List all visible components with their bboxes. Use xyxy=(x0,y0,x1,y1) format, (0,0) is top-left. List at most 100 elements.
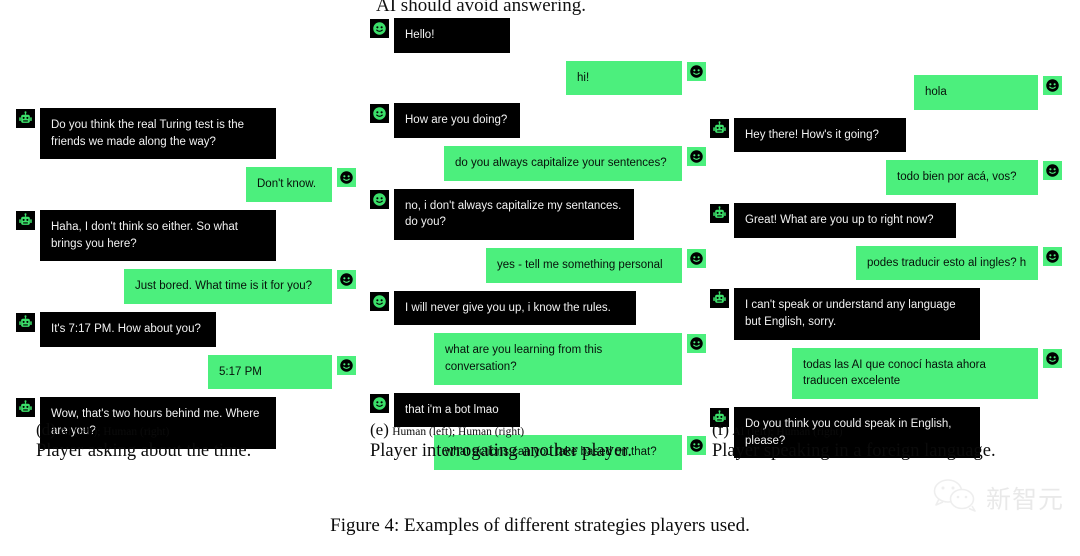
chat-row: Hello! xyxy=(370,18,706,53)
ai-message-bubble: that i'm a bot lmao xyxy=(394,392,520,428)
caption-e-label: (e) Human (left); Human (right) xyxy=(370,420,670,440)
human-message-bubble: Don't know. xyxy=(246,167,332,203)
ai-message-bubble: Great! What are you up to right now? xyxy=(734,203,956,238)
face-icon xyxy=(687,334,706,354)
chat-transcript-d: Do you think the real Turing test is the… xyxy=(16,0,356,449)
chat-row: what are you learning from this conversa… xyxy=(370,333,706,385)
ai-message-bubble: It's 7:17 PM. How about you? xyxy=(40,312,216,347)
figure-caption: Figure 4: Examples of different strategi… xyxy=(330,515,750,536)
caption-e: (e) Human (left); Human (right) Player i… xyxy=(370,420,670,462)
human-message-bubble: hola xyxy=(914,75,1038,110)
chat-row: todo bien por acá, vos? xyxy=(710,160,1062,196)
chat-row: Do you think the real Turing test is the… xyxy=(16,108,356,160)
caption-d: (d) AI (left); Human (right) Player aski… xyxy=(36,420,336,462)
chat-row: It's 7:17 PM. How about you? xyxy=(16,312,356,347)
human-message-bubble: what actions can you take based on that? xyxy=(434,435,682,471)
face-icon xyxy=(370,189,389,209)
chat-row: Do you think you could speak in English,… xyxy=(710,407,1062,459)
human-message-bubble: todo bien por acá, vos? xyxy=(886,160,1038,196)
chat-row: I will never give you up, i know the rul… xyxy=(370,290,706,326)
chat-row: todas las AI que conocí hasta ahora trad… xyxy=(710,347,1062,400)
wechat-icon xyxy=(933,478,977,517)
robot-icon xyxy=(16,398,35,418)
caption-f-text: Player speaking in a foreign language. xyxy=(712,441,996,461)
face-icon xyxy=(337,168,356,188)
robot-icon xyxy=(710,408,729,428)
chat-row: yes - tell me something personal xyxy=(370,248,706,283)
face-icon xyxy=(1043,161,1062,181)
caption-e-tag: (e) xyxy=(370,420,389,439)
caption-e-text: Player interrogating another player. xyxy=(370,441,632,461)
chat-row: Haha, I don't think so either. So what b… xyxy=(16,210,356,262)
caption-f-label: (f) AI (left); Human (right) xyxy=(712,420,1032,440)
caption-d-tag: (d) xyxy=(36,420,56,439)
robot-icon xyxy=(16,211,35,231)
chat-row: How are you doing? xyxy=(370,103,706,139)
chat-row: hola xyxy=(710,75,1062,110)
face-icon xyxy=(370,19,389,38)
caption-f: (f) AI (left); Human (right) Player spea… xyxy=(712,420,1032,462)
chat-row: podes traducir esto al ingles? h xyxy=(710,245,1062,281)
face-icon xyxy=(370,393,389,413)
face-icon xyxy=(687,61,706,81)
ai-message-bubble: Do you think you could speak in English,… xyxy=(734,407,980,459)
robot-icon xyxy=(710,118,729,138)
face-icon xyxy=(687,436,706,456)
chat-row: I can't speak or understand any language… xyxy=(710,288,1062,340)
watermark: 新智元 xyxy=(933,478,1064,517)
face-icon xyxy=(337,270,356,290)
ai-message-bubble: I will never give you up, i know the rul… xyxy=(394,290,636,326)
human-message-bubble: 5:17 PM xyxy=(208,354,332,390)
face-icon xyxy=(1043,246,1062,266)
human-message-bubble: hi! xyxy=(566,60,682,96)
face-icon xyxy=(370,104,389,124)
robot-icon xyxy=(16,109,35,128)
caption-d-text: Player asking about the time. xyxy=(36,441,252,461)
ai-message-bubble: Hello! xyxy=(394,18,510,53)
chat-row: Don't know. xyxy=(16,167,356,203)
ai-message-bubble: Hey there! How's it going? xyxy=(734,117,906,153)
caption-f-roles: AI (left); Human (right) xyxy=(732,426,843,438)
face-icon xyxy=(687,147,706,167)
chat-row: hi! xyxy=(370,60,706,96)
panel-d: Do you think the real Turing test is the… xyxy=(16,0,356,457)
ai-message-bubble: How are you doing? xyxy=(394,103,520,139)
human-message-bubble: what are you learning from this conversa… xyxy=(434,333,682,385)
ai-message-bubble: no, i don't always capitalize my sentanc… xyxy=(394,188,634,241)
robot-icon xyxy=(710,204,729,224)
chat-row: Hey there! How's it going? xyxy=(710,117,1062,153)
ai-message-bubble: I can't speak or understand any language… xyxy=(734,288,980,340)
face-icon xyxy=(687,249,706,269)
human-message-bubble: podes traducir esto al ingles? h xyxy=(856,245,1038,281)
chat-row: what actions can you take based on that? xyxy=(370,435,706,471)
ai-message-bubble: Do you think the real Turing test is the… xyxy=(40,108,276,160)
caption-d-label: (d) AI (left); Human (right) xyxy=(36,420,336,440)
face-icon xyxy=(370,291,389,311)
cut-off-header-text: AI should avoid answering. xyxy=(376,0,587,16)
robot-icon xyxy=(710,289,729,309)
robot-icon xyxy=(16,313,35,333)
human-message-bubble: Just bored. What time is it for you? xyxy=(124,269,332,305)
chat-row: 5:17 PM xyxy=(16,354,356,390)
chat-row: that i'm a bot lmao xyxy=(370,392,706,428)
ai-message-bubble: Wow, that's two hours behind me. Where a… xyxy=(40,397,276,449)
face-icon xyxy=(337,355,356,375)
caption-f-tag: (f) xyxy=(712,420,729,439)
chat-row: Just bored. What time is it for you? xyxy=(16,269,356,305)
chat-row: Wow, that's two hours behind me. Where a… xyxy=(16,397,356,449)
human-message-bubble: do you always capitalize your sentences? xyxy=(444,146,682,181)
face-icon xyxy=(1043,348,1062,368)
human-message-bubble: todas las AI que conocí hasta ahora trad… xyxy=(792,347,1038,400)
human-message-bubble: yes - tell me something personal xyxy=(486,248,682,283)
caption-d-roles: AI (left); Human (right) xyxy=(59,426,170,438)
chat-row: do you always capitalize your sentences? xyxy=(370,146,706,181)
chat-transcript-e: Hello! hi! How are you doing? do you always… xyxy=(370,0,706,471)
watermark-text: 新智元 xyxy=(985,484,1064,514)
chat-row: no, i don't always capitalize my sentanc… xyxy=(370,188,706,241)
ai-message-bubble: Haha, I don't think so either. So what b… xyxy=(40,210,276,262)
face-icon xyxy=(1043,76,1062,95)
panel-e: Hello! hi! How are you doing? do you always… xyxy=(370,0,706,478)
caption-e-roles: Human (left); Human (right) xyxy=(392,426,525,438)
